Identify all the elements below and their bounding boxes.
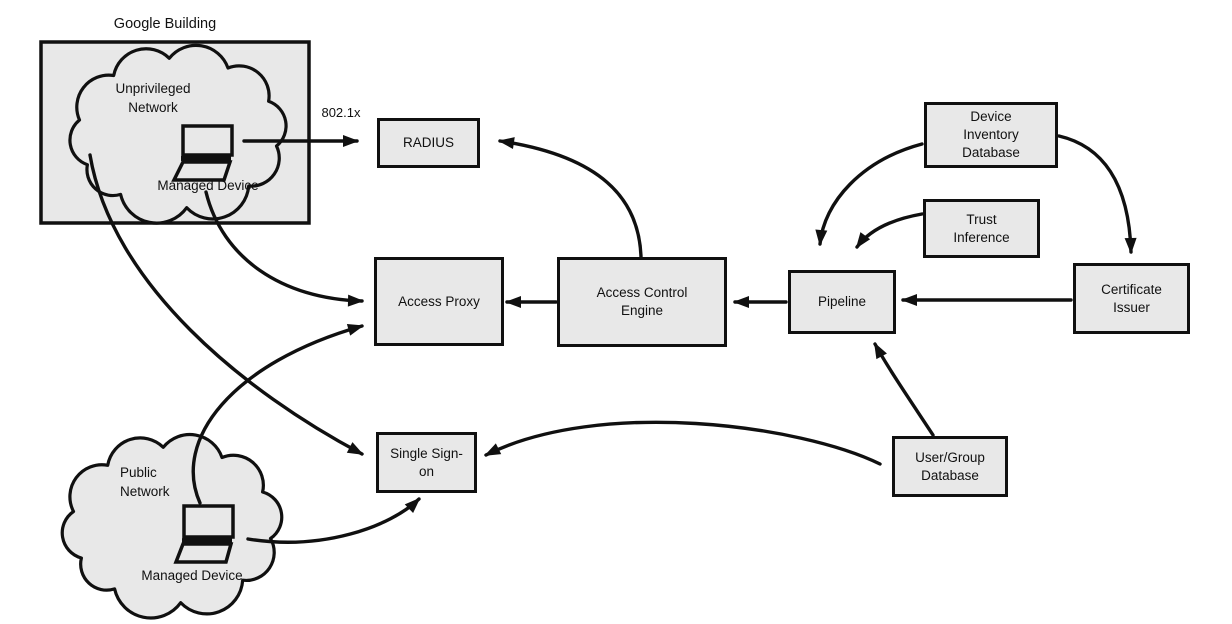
arrow-unpriv-device-to-sso <box>88 153 364 456</box>
node-access-control-engine: Access Control Engine <box>557 257 727 347</box>
node-device-inventory-database: Device Inventory Database <box>924 102 1058 168</box>
node-pipeline: Pipeline <box>788 270 896 334</box>
arrow-public-device-to-sso <box>246 497 421 544</box>
arrow-trust-inference-to-pipeline <box>855 212 924 249</box>
node-radius: RADIUS <box>377 118 480 168</box>
node-certificate-issuer: Certificate Issuer <box>1073 263 1190 334</box>
arrow-did-to-cert-issuer <box>1057 134 1137 254</box>
node-user-group-database-label: User/Group Database <box>915 449 985 483</box>
google-building-title: Google Building <box>113 16 217 32</box>
managed-device-laptop-public-icon <box>173 504 235 564</box>
node-pipeline-label: Pipeline <box>817 294 867 310</box>
node-device-inventory-database-label: Device Inventory Database <box>962 109 1020 160</box>
node-radius-label: RADIUS <box>402 135 454 151</box>
node-certificate-issuer-label: Certificate Issuer <box>1101 281 1162 315</box>
managed-device-laptop-unprivileged-icon <box>171 124 234 182</box>
node-access-proxy: Access Proxy <box>374 257 504 346</box>
node-single-sign-on-label: Single Sign-on <box>390 445 463 479</box>
node-trust-inference-label: Trust Inference <box>953 211 1010 245</box>
node-access-control-engine-label: Access Control Engine <box>596 285 688 318</box>
unprivileged-network-cloud-icon <box>68 43 288 225</box>
dot1x-edge-label: 802.1x <box>321 105 361 120</box>
public-network-cloud-icon <box>60 432 284 620</box>
node-trust-inference: Trust Inference <box>923 199 1040 258</box>
arrow-did-to-pipeline <box>815 142 924 246</box>
public-network-label: Public Network <box>120 465 170 499</box>
arrow-public-device-to-access-proxy <box>191 324 364 505</box>
arrow-ugdb-to-sso <box>484 420 882 466</box>
arrow-ace-to-radius <box>498 137 643 259</box>
arrow-ugdb-to-pipeline <box>873 342 935 437</box>
unprivileged-network-label: Unprivileged Network <box>115 81 191 115</box>
node-access-proxy-label: Access Proxy <box>398 293 480 309</box>
node-single-sign-on: Single Sign-on <box>376 432 477 493</box>
managed-device-label-unprivileged: Managed Device <box>157 178 259 193</box>
managed-device-label-public: Managed Device <box>141 568 243 583</box>
arrow-unpriv-device-to-access-proxy <box>204 190 364 307</box>
node-user-group-database: User/Group Database <box>892 436 1008 497</box>
